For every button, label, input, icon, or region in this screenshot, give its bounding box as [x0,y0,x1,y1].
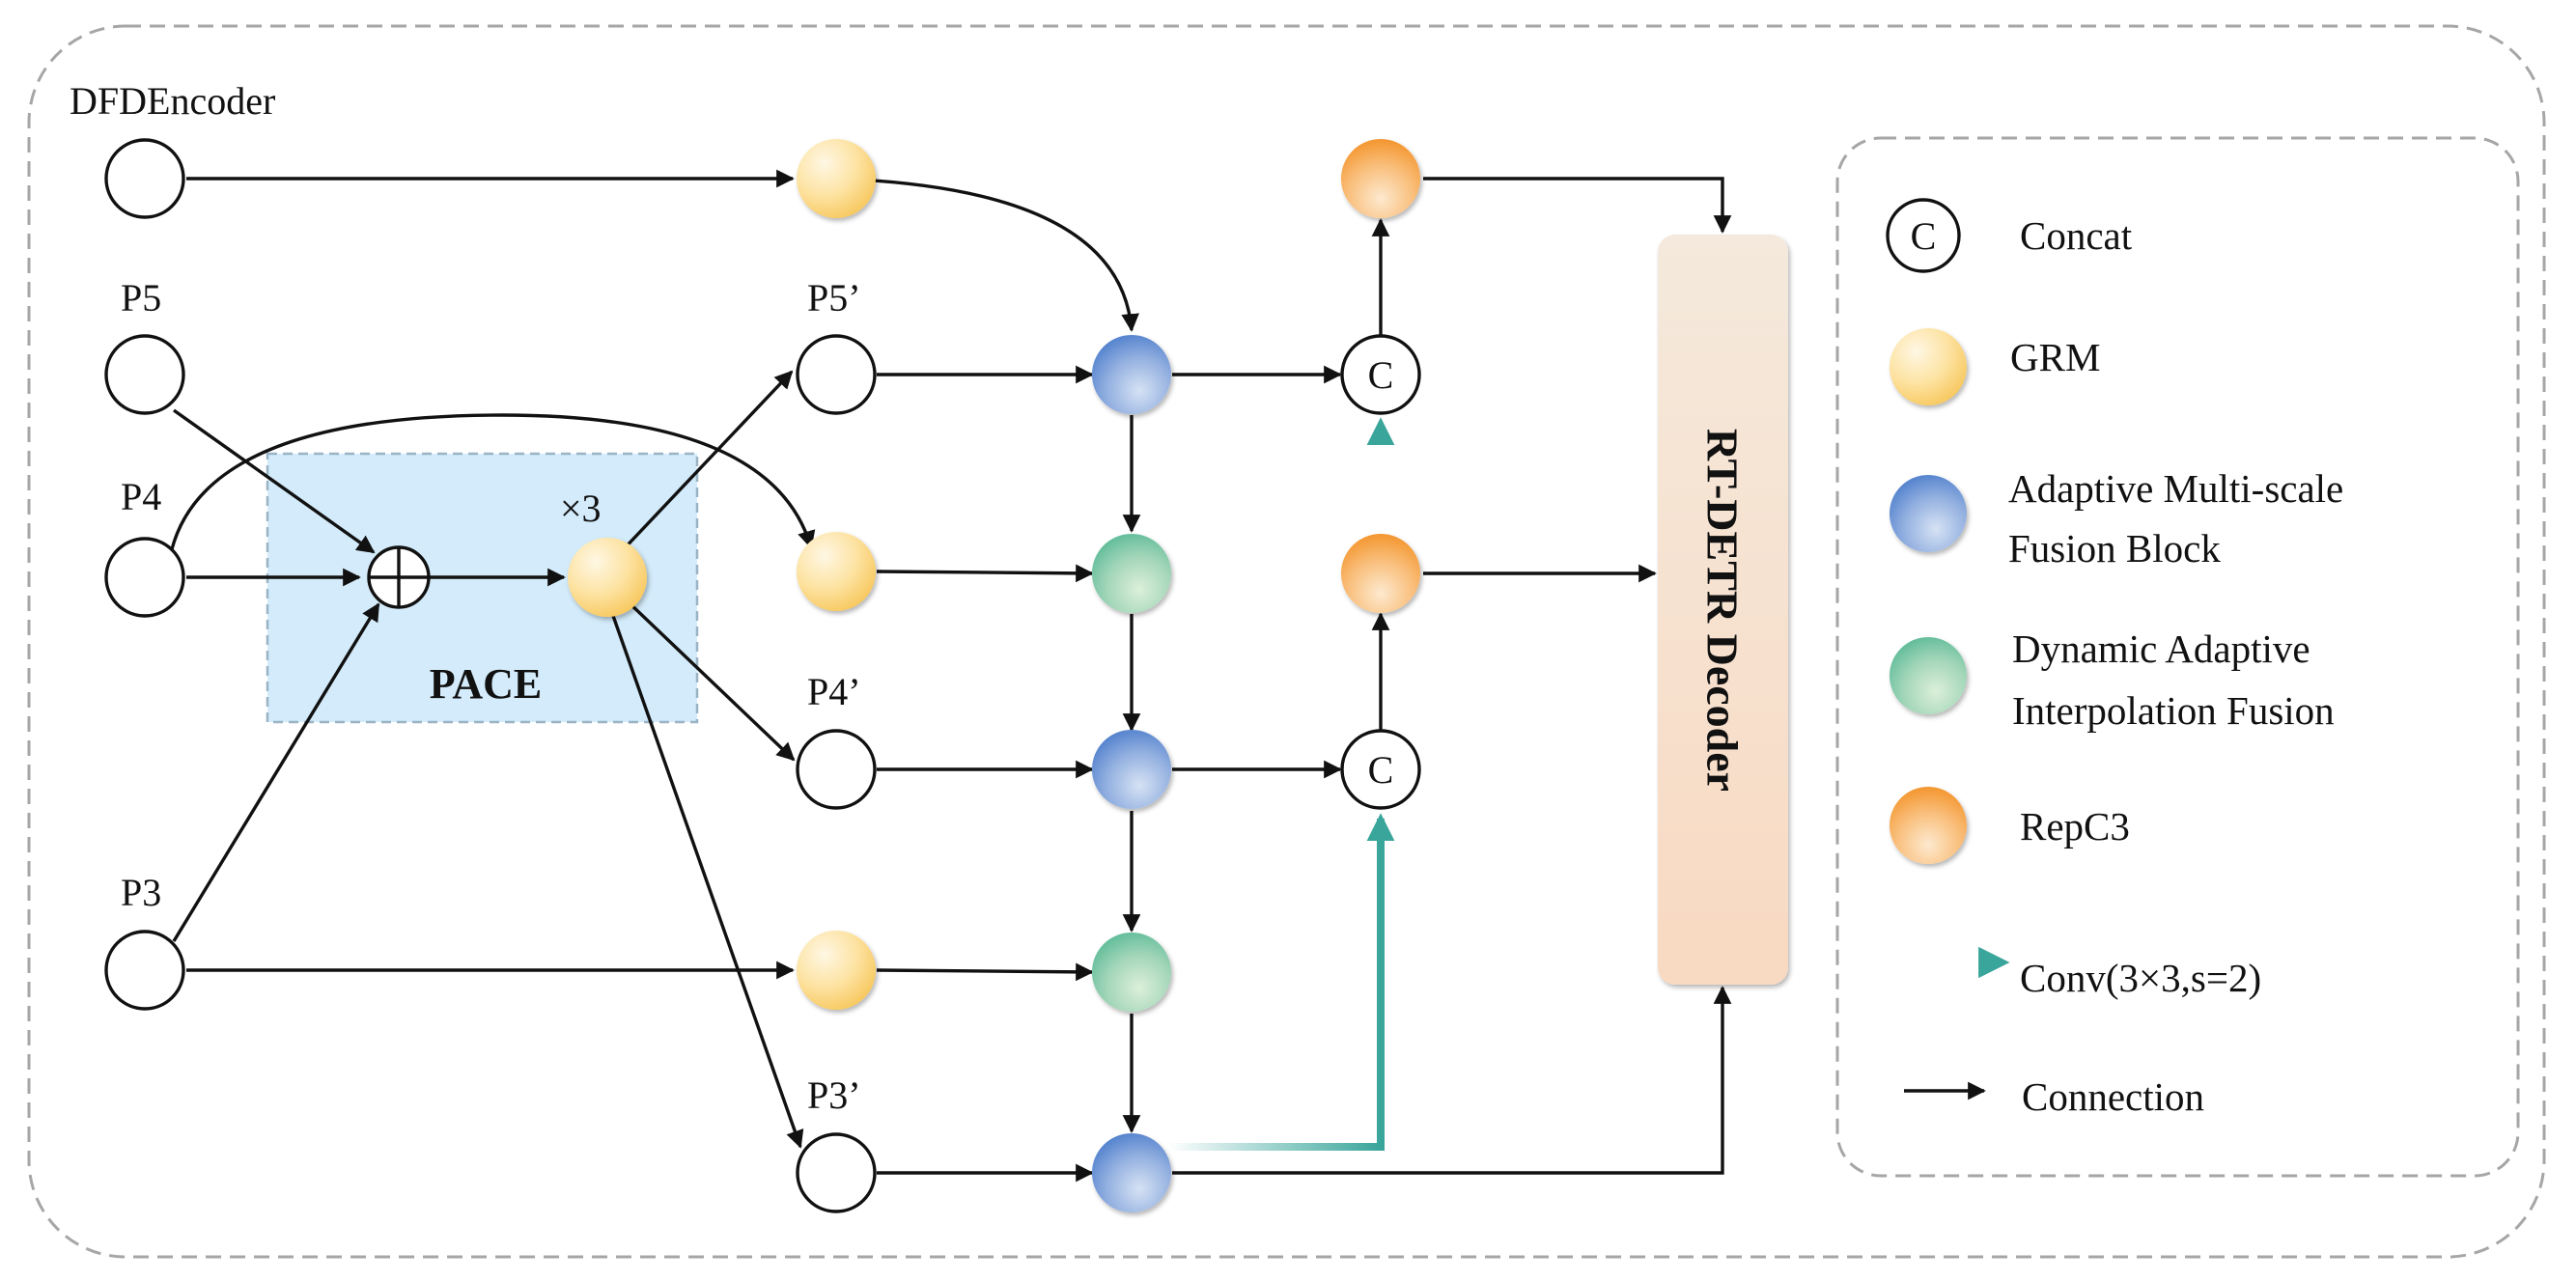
legend-daif-label-1: Dynamic Adaptive [2012,627,2310,671]
node-p3-out [796,1132,877,1213]
edge-p5-to-sum [173,408,376,554]
edge-grm-to-amfb-top [835,177,1139,332]
legend-frame [1835,136,2520,1178]
legend-repc3-label: RepC3 [2020,804,2130,849]
legend-conv-label: Conv(3×3,s=2) [2020,956,2261,1000]
node-grm-top [797,139,876,218]
edge-repc3-top-to-decoder [1423,177,1732,234]
node-amfb-2 [1092,730,1171,809]
node-amfb-1 [1092,335,1171,414]
concat-2-symbol: C [1368,748,1394,792]
legend-amfb-icon [1890,475,1967,552]
node-repc3-mid [1341,534,1420,613]
edge-grm-to-p4out [626,599,796,762]
edge-grm-bottom-to-daif [876,962,1094,982]
outer-frame [27,24,2546,1259]
node-grm-mid [797,532,876,611]
decoder-box [1658,235,1788,985]
pace-label: PACE [430,660,543,708]
edge-grm-to-p3out [610,612,804,1149]
edge-p4-to-grm-mid [170,413,816,550]
label-p5-out: P5’ [807,276,861,320]
edge-grm-mid-to-daif [876,564,1094,583]
node-p5 [104,334,185,415]
legend-concat-icon [1886,198,1961,273]
legend-amfb-label-2: Fusion Block [2008,526,2221,571]
label-p4-out: P4’ [807,670,861,713]
node-daif-2 [1092,933,1171,1012]
node-encoder [104,138,185,219]
legend-daif-label-2: Interpolation Fusion [2012,688,2335,733]
node-concat-1 [1340,334,1421,415]
node-p5-out [796,334,877,415]
edge-amfb3-to-decoder [1172,986,1732,1175]
edge-grm-to-p5out [618,370,794,555]
legend-concat-label: Concat [2020,213,2133,258]
concat-1-symbol: C [1368,353,1394,397]
node-grm-bottom [797,931,876,1010]
legend-grm-label: GRM [2010,335,2100,379]
node-p4-out [796,729,877,810]
label-repeat: ×3 [560,487,602,530]
node-concat-2 [1340,729,1421,810]
node-amfb-3 [1092,1133,1171,1212]
conv-arrow-bottom [1168,813,1395,1151]
label-encoder: DFDEncoder [70,79,275,123]
label-p3: P3 [121,871,161,914]
label-p5: P5 [121,276,161,320]
node-p3 [104,930,185,1011]
edge-p3-to-sum [172,602,380,942]
legend-daif-icon [1890,637,1967,714]
node-p4 [104,537,185,618]
label-p4: P4 [121,475,161,518]
legend-connection-label: Connection [2022,1074,2204,1119]
sum-icon [367,545,431,609]
legend-repc3-icon [1890,787,1967,864]
legend-concat-icon-symbol: C [1911,214,1937,258]
label-p3-out: P3’ [807,1073,861,1117]
node-daif-1 [1092,534,1171,613]
node-repc3-top [1341,139,1420,218]
decoder-label: RT-DETR Decoder [1698,429,1748,792]
node-grm-pace [568,538,647,617]
legend-amfb-label-1: Adaptive Multi-scale [2008,466,2343,511]
legend-grm-icon [1890,328,1967,405]
